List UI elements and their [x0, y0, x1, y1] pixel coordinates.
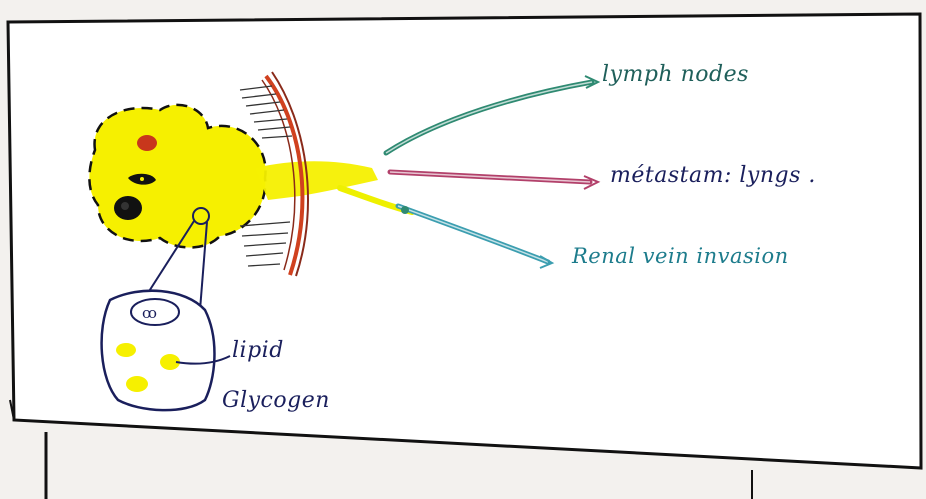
label-renal-vein: Renal vein invasion [572, 244, 789, 268]
label-glycogen: Glycogen [222, 388, 330, 413]
label-metastasis-lungs: métastam: lyngs . [610, 163, 816, 188]
chromatin-icon: ꝏ [142, 304, 157, 322]
lipid-droplet [116, 343, 136, 357]
label-lymph-nodes: lymph nodes [602, 62, 749, 87]
label-lipid: lipid [232, 338, 284, 363]
lipid-droplet [126, 376, 148, 392]
red-nucleus [137, 135, 157, 151]
